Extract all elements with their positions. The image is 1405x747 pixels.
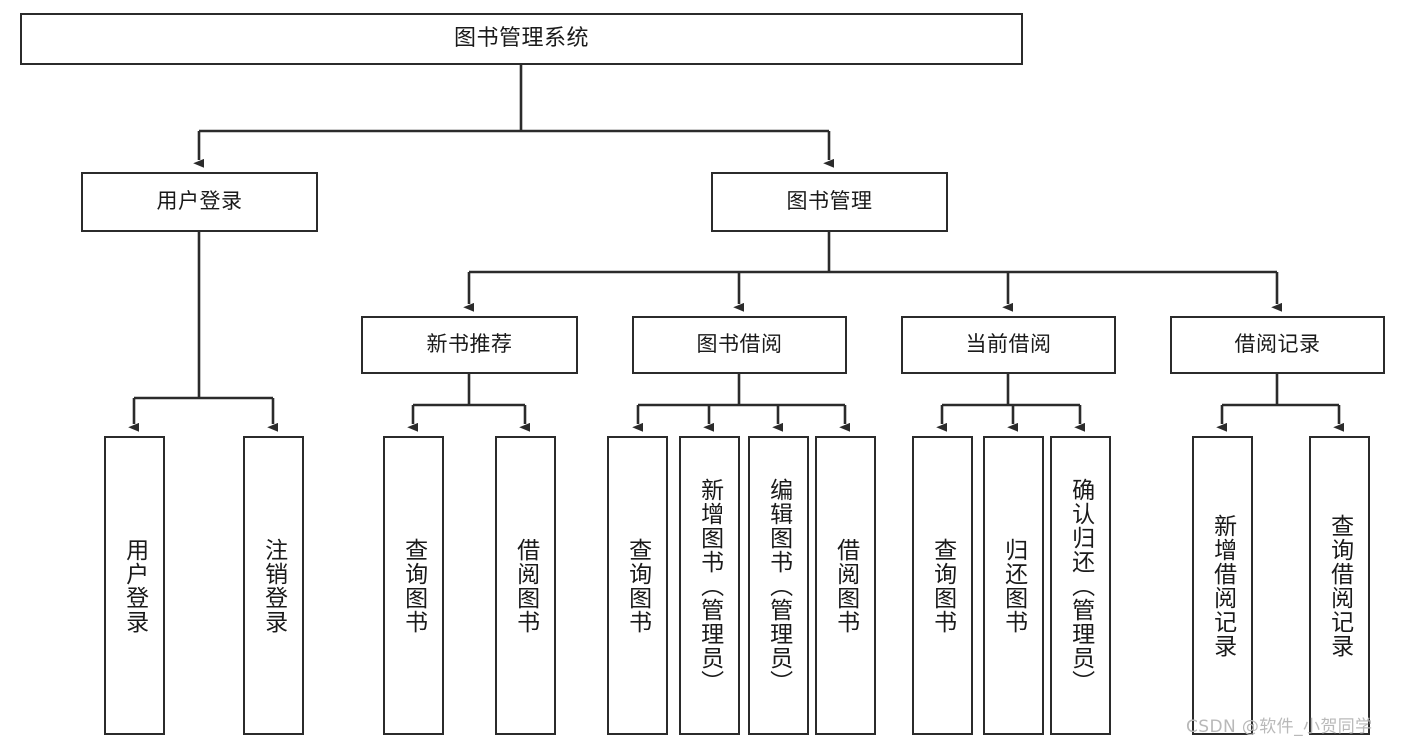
leaf-user-login-label: 用户登录 [121, 537, 148, 634]
node-current-borrow-label: 当前借阅 [965, 332, 1052, 357]
leaf-return-book-label: 归还图书 [1000, 537, 1027, 634]
leaf-add-record[interactable]: 新增借阅记录 [1192, 436, 1253, 735]
leaf-query-record[interactable]: 查询借阅记录 [1309, 436, 1370, 735]
node-user-login[interactable]: 用户登录 [81, 172, 318, 232]
leaf-edit-book-label: 编辑图书（管理员） [765, 477, 792, 694]
leaf-add-book[interactable]: 新增图书（管理员） [679, 436, 740, 735]
node-new-book-recommend-label: 新书推荐 [426, 332, 513, 357]
node-book-manage-label: 图书管理 [786, 189, 873, 214]
node-book-borrow[interactable]: 图书借阅 [632, 316, 847, 374]
node-root-label: 图书管理系统 [453, 25, 589, 51]
leaf-confirm-return-label: 确认归还（管理员） [1067, 477, 1094, 694]
leaf-query-book-3[interactable]: 查询图书 [912, 436, 973, 735]
leaf-return-book[interactable]: 归还图书 [983, 436, 1044, 735]
node-borrow-record[interactable]: 借阅记录 [1170, 316, 1385, 374]
csdn-watermark: CSDN @软件_小贺同学 [1186, 717, 1373, 737]
node-root[interactable]: 图书管理系统 [20, 13, 1023, 65]
leaf-logout-login[interactable]: 注销登录 [243, 436, 304, 735]
leaf-edit-book[interactable]: 编辑图书（管理员） [748, 436, 809, 735]
leaf-add-record-label: 新增借阅记录 [1209, 513, 1236, 658]
node-borrow-record-label: 借阅记录 [1234, 332, 1321, 357]
leaf-confirm-return[interactable]: 确认归还（管理员） [1050, 436, 1111, 735]
leaf-add-book-label: 新增图书（管理员） [696, 477, 723, 694]
node-current-borrow[interactable]: 当前借阅 [901, 316, 1116, 374]
leaf-borrow-book-1[interactable]: 借阅图书 [495, 436, 556, 735]
leaf-borrow-book-2-label: 借阅图书 [832, 537, 859, 634]
node-book-borrow-label: 图书借阅 [696, 332, 783, 357]
node-user-login-label: 用户登录 [156, 189, 243, 214]
leaf-query-book-2-label: 查询图书 [624, 537, 651, 634]
leaf-query-book-3-label: 查询图书 [929, 537, 956, 634]
leaf-query-book-1[interactable]: 查询图书 [383, 436, 444, 735]
leaf-logout-login-label: 注销登录 [260, 537, 287, 634]
node-book-manage[interactable]: 图书管理 [711, 172, 948, 232]
node-new-book-recommend[interactable]: 新书推荐 [361, 316, 578, 374]
leaf-query-record-label: 查询借阅记录 [1326, 513, 1353, 658]
leaf-borrow-book-2[interactable]: 借阅图书 [815, 436, 876, 735]
leaf-query-book-2[interactable]: 查询图书 [607, 436, 668, 735]
leaf-query-book-1-label: 查询图书 [400, 537, 427, 634]
leaf-borrow-book-1-label: 借阅图书 [512, 537, 539, 634]
leaf-user-login[interactable]: 用户登录 [104, 436, 165, 735]
